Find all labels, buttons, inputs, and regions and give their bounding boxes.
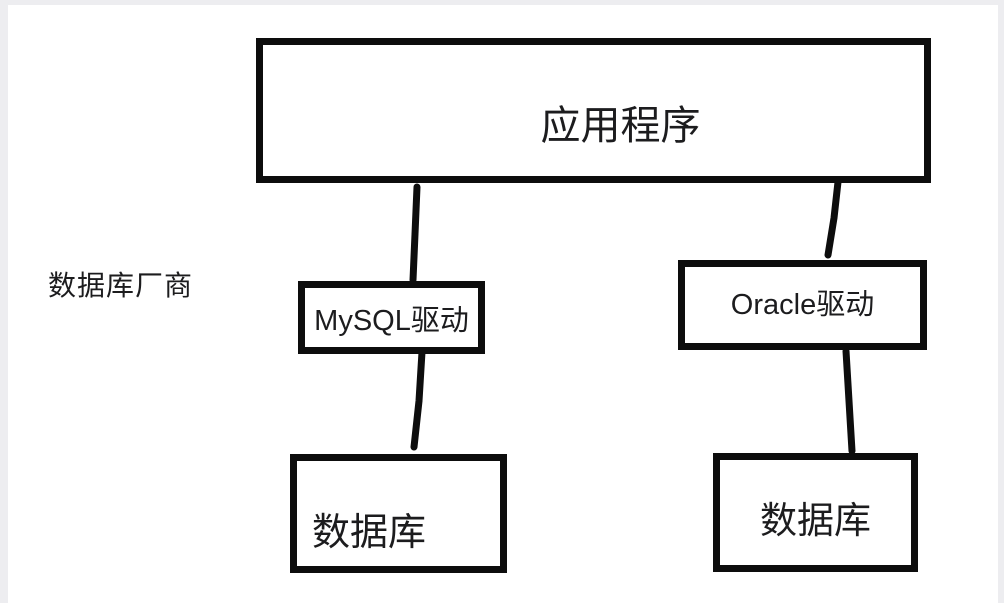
node-database-left: 数据库	[290, 454, 507, 573]
node-oracle-driver: Oracle驱动	[678, 260, 927, 350]
node-mysql-driver: MySQL驱动	[298, 281, 485, 354]
edge-application-to-oracle-driver	[824, 178, 842, 259]
node-database-right-label: 数据库	[760, 499, 871, 541]
edge-mysql-driver-to-database-left	[410, 348, 426, 451]
node-mysql-driver-label: MySQL驱动	[314, 304, 469, 337]
database-vendor-label: 数据库厂商	[48, 270, 194, 301]
edge-oracle-driver-to-database-right	[842, 347, 856, 455]
node-application-label: 应用程序	[540, 103, 701, 148]
edge-application-to-mysql-driver	[409, 183, 421, 284]
node-database-left-label: 数据库	[312, 512, 427, 554]
node-database-right: 数据库	[713, 453, 918, 572]
node-oracle-driver-label: Oracle驱动	[730, 289, 875, 321]
node-application: 应用程序	[256, 38, 931, 183]
